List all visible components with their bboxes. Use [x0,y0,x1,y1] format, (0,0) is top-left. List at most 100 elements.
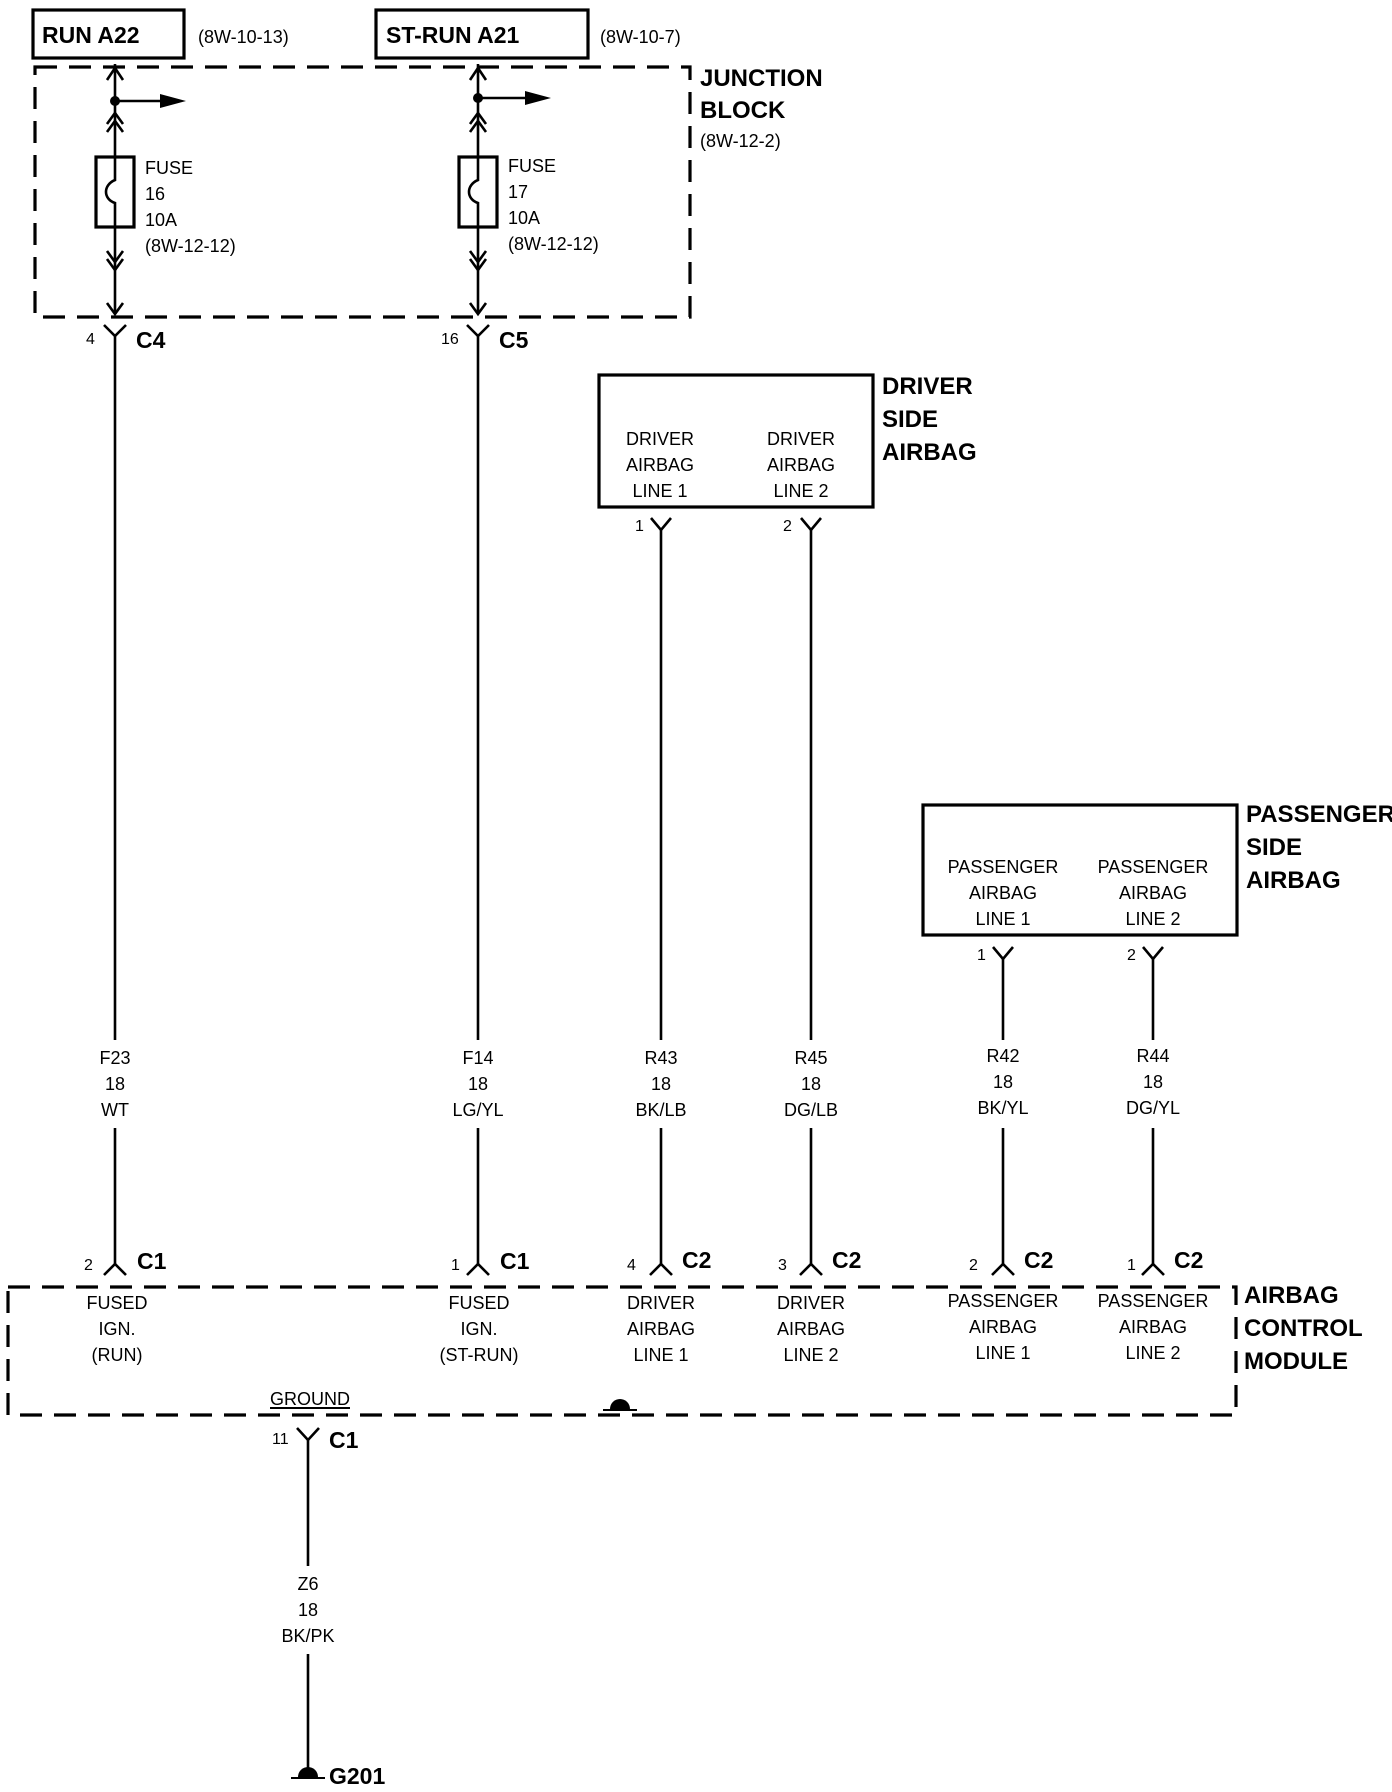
connector-c5: C5 [499,327,529,353]
pin-label: (ST-RUN) [440,1345,519,1365]
connector-c2: C2 [832,1247,861,1273]
source-st-run-a21: ST-RUN A21 (8W-10-7) [374,8,681,60]
wire-color: WT [101,1100,129,1120]
connector-c2: C2 [1024,1247,1053,1273]
fuse-16-ref: (8W-12-12) [145,236,236,256]
pin-label: DRIVER [627,1293,695,1313]
connector-c2: C2 [1174,1247,1203,1273]
junction-block: JUNCTION BLOCK (8W-12-2) [33,65,823,319]
junction-block-title-line2: BLOCK [700,97,786,124]
driver-line2-label: AIRBAG [767,455,835,475]
wire-f23: F23 18 WT [99,336,131,1264]
module-pin-passenger-line2: 1 C2 PASSENGER AIRBAG LINE 2 [1098,1247,1209,1363]
junction-block-ref: (8W-12-2) [700,131,781,151]
wire-code: Z6 [297,1574,318,1594]
pin-number: 2 [84,1257,93,1274]
passenger-side-airbag: PASSENGER SIDE AIRBAG PASSENGER AIRBAG L… [921,801,1392,964]
pin-label: AIRBAG [777,1319,845,1339]
pin-number: 4 [86,331,95,348]
pin-number: 1 [635,518,644,535]
airbag-control-module: AIRBAG CONTROL MODULE [6,1282,1363,1417]
driver-line2-label: LINE 2 [773,481,828,501]
driver-line1-label: AIRBAG [626,455,694,475]
passenger-line2-label: AIRBAG [1119,883,1187,903]
fuse-17-number: 17 [508,182,528,202]
module-pin-fused-ign-st-run: 1 C1 FUSED IGN. (ST-RUN) [440,1248,530,1365]
ground-point-g201: G201 [329,1763,385,1789]
pin-label: FUSED [448,1293,509,1313]
passenger-airbag-title-line2: SIDE [1246,834,1302,861]
wire-color: BK/YL [977,1098,1028,1118]
connector-c4: C4 [136,327,166,353]
source-ref: (8W-10-7) [600,27,681,47]
driver-airbag-title-line3: AIRBAG [882,439,977,466]
pin-number: 16 [441,331,459,348]
fuse-17-circuit: FUSE 17 10A (8W-12-12) 16 C5 [441,64,599,353]
pin-label: IGN. [460,1319,497,1339]
wire-color: DG/YL [1126,1098,1180,1118]
driver-airbag-title-line2: SIDE [882,406,938,433]
wire-gauge: 18 [1143,1072,1163,1092]
connector-c1: C1 [137,1248,167,1274]
wire-f14: F14 18 LG/YL [452,336,504,1264]
case-ground-icon [603,1399,637,1411]
wire-gauge: 18 [105,1074,125,1094]
driver-line2-label: DRIVER [767,429,835,449]
driver-line1-label: LINE 1 [632,481,687,501]
wire-code: R45 [794,1048,827,1068]
pin-number: 2 [783,518,792,535]
wire-code: R44 [1136,1046,1169,1066]
wire-code: R43 [644,1048,677,1068]
ground-symbol-icon [291,1767,325,1779]
pin-label: PASSENGER [948,1291,1059,1311]
source-ref: (8W-10-13) [198,27,289,47]
wire-color: BK/PK [281,1626,334,1646]
pin-label: DRIVER [777,1293,845,1313]
pin-number: 4 [627,1257,636,1274]
connector-c1: C1 [329,1427,359,1453]
module-pin-fused-ign-run: 2 C1 FUSED IGN. (RUN) [84,1248,167,1365]
wire-gauge: 18 [993,1072,1013,1092]
wire-r42: R42 18 BK/YL [977,959,1029,1264]
pin-label: AIRBAG [1119,1317,1187,1337]
connector-c2: C2 [682,1247,711,1273]
passenger-line2-label: LINE 2 [1125,909,1180,929]
wire-code: F23 [99,1048,130,1068]
pin-number: 3 [778,1257,787,1274]
source-name: ST-RUN A21 [386,22,520,48]
passenger-line2-label: PASSENGER [1098,857,1209,877]
passenger-line1-label: LINE 1 [975,909,1030,929]
junction-block-title-line1: JUNCTION [700,65,823,92]
fuse-16-rating: 10A [145,210,177,230]
wire-gauge: 18 [651,1074,671,1094]
passenger-line1-label: PASSENGER [948,857,1059,877]
driver-side-airbag: DRIVER SIDE AIRBAG DRIVER AIRBAG LINE 1 … [597,373,977,535]
pin-label: LINE 1 [633,1345,688,1365]
wire-color: LG/YL [452,1100,503,1120]
fuse-17-ref: (8W-12-12) [508,234,599,254]
pin-label: (RUN) [92,1345,143,1365]
pin-label: LINE 2 [783,1345,838,1365]
wire-r45: R45 18 DG/LB [784,530,838,1264]
pin-number: 2 [1127,947,1136,964]
wire-r43: R43 18 BK/LB [635,530,687,1264]
wire-color: BK/LB [635,1100,686,1120]
wire-gauge: 18 [801,1074,821,1094]
pin-label: AIRBAG [969,1317,1037,1337]
source-name: RUN A22 [42,22,140,48]
pin-label: FUSED [86,1293,147,1313]
ground-circuit: GROUND 11 C1 Z6 18 BK/PK G201 [270,1389,385,1789]
wire-gauge: 18 [298,1600,318,1620]
pin-number: 1 [1127,1257,1136,1274]
passenger-airbag-title-line3: AIRBAG [1246,867,1341,894]
wire-gauge: 18 [468,1074,488,1094]
fuse-17-label: FUSE [508,156,556,176]
pin-label: IGN. [98,1319,135,1339]
module-pin-passenger-line1: 2 C2 PASSENGER AIRBAG LINE 1 [948,1247,1059,1363]
wire-r44: R44 18 DG/YL [1126,959,1180,1264]
module-title-line2: CONTROL [1244,1315,1363,1342]
driver-airbag-title-line1: DRIVER [882,373,973,400]
fuse-16-number: 16 [145,184,165,204]
fuse-16-circuit: FUSE 16 10A (8W-12-12) 4 C4 [86,64,236,353]
